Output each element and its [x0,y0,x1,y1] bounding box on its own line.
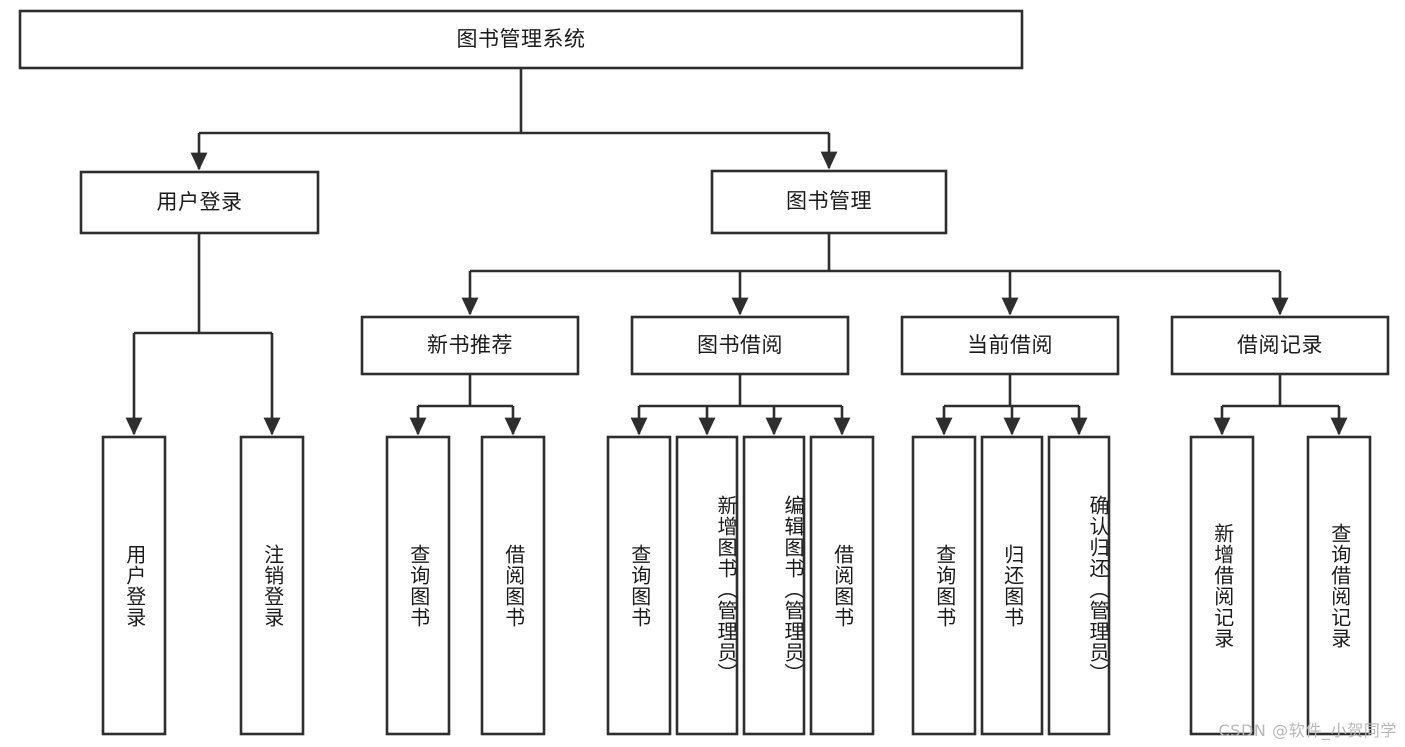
node-box-leaf-query-record[interactable] [1306,435,1372,736]
node-box-user-login[interactable] [79,170,320,235]
node-box-book-management[interactable] [710,169,948,235]
node-box-leaf-query-book-rec[interactable] [385,435,451,736]
node-box-leaf-return-book[interactable] [980,435,1044,736]
node-box-current-borrow[interactable] [900,315,1120,376]
node-box-leaf-borrow-book-rec[interactable] [480,435,546,736]
node-box-borrow-record[interactable] [1170,315,1390,376]
node-box-leaf-add-record[interactable] [1189,435,1255,736]
node-box-leaf-query-book-current[interactable] [911,435,977,736]
node-box-root[interactable] [18,9,1024,70]
node-box-leaf-user-logout[interactable] [239,435,305,736]
node-box-book-borrow[interactable] [630,315,850,376]
node-box-new-book-recommend[interactable] [360,315,580,376]
node-box-leaf-confirm-return[interactable] [1047,435,1111,736]
node-box-leaf-user-login[interactable] [101,435,167,736]
node-box-leaf-add-book[interactable] [675,435,739,736]
node-box-leaf-borrow-book[interactable] [809,435,875,736]
node-box-leaf-query-book-borrow[interactable] [606,435,672,736]
node-box-leaf-edit-book[interactable] [742,435,806,736]
